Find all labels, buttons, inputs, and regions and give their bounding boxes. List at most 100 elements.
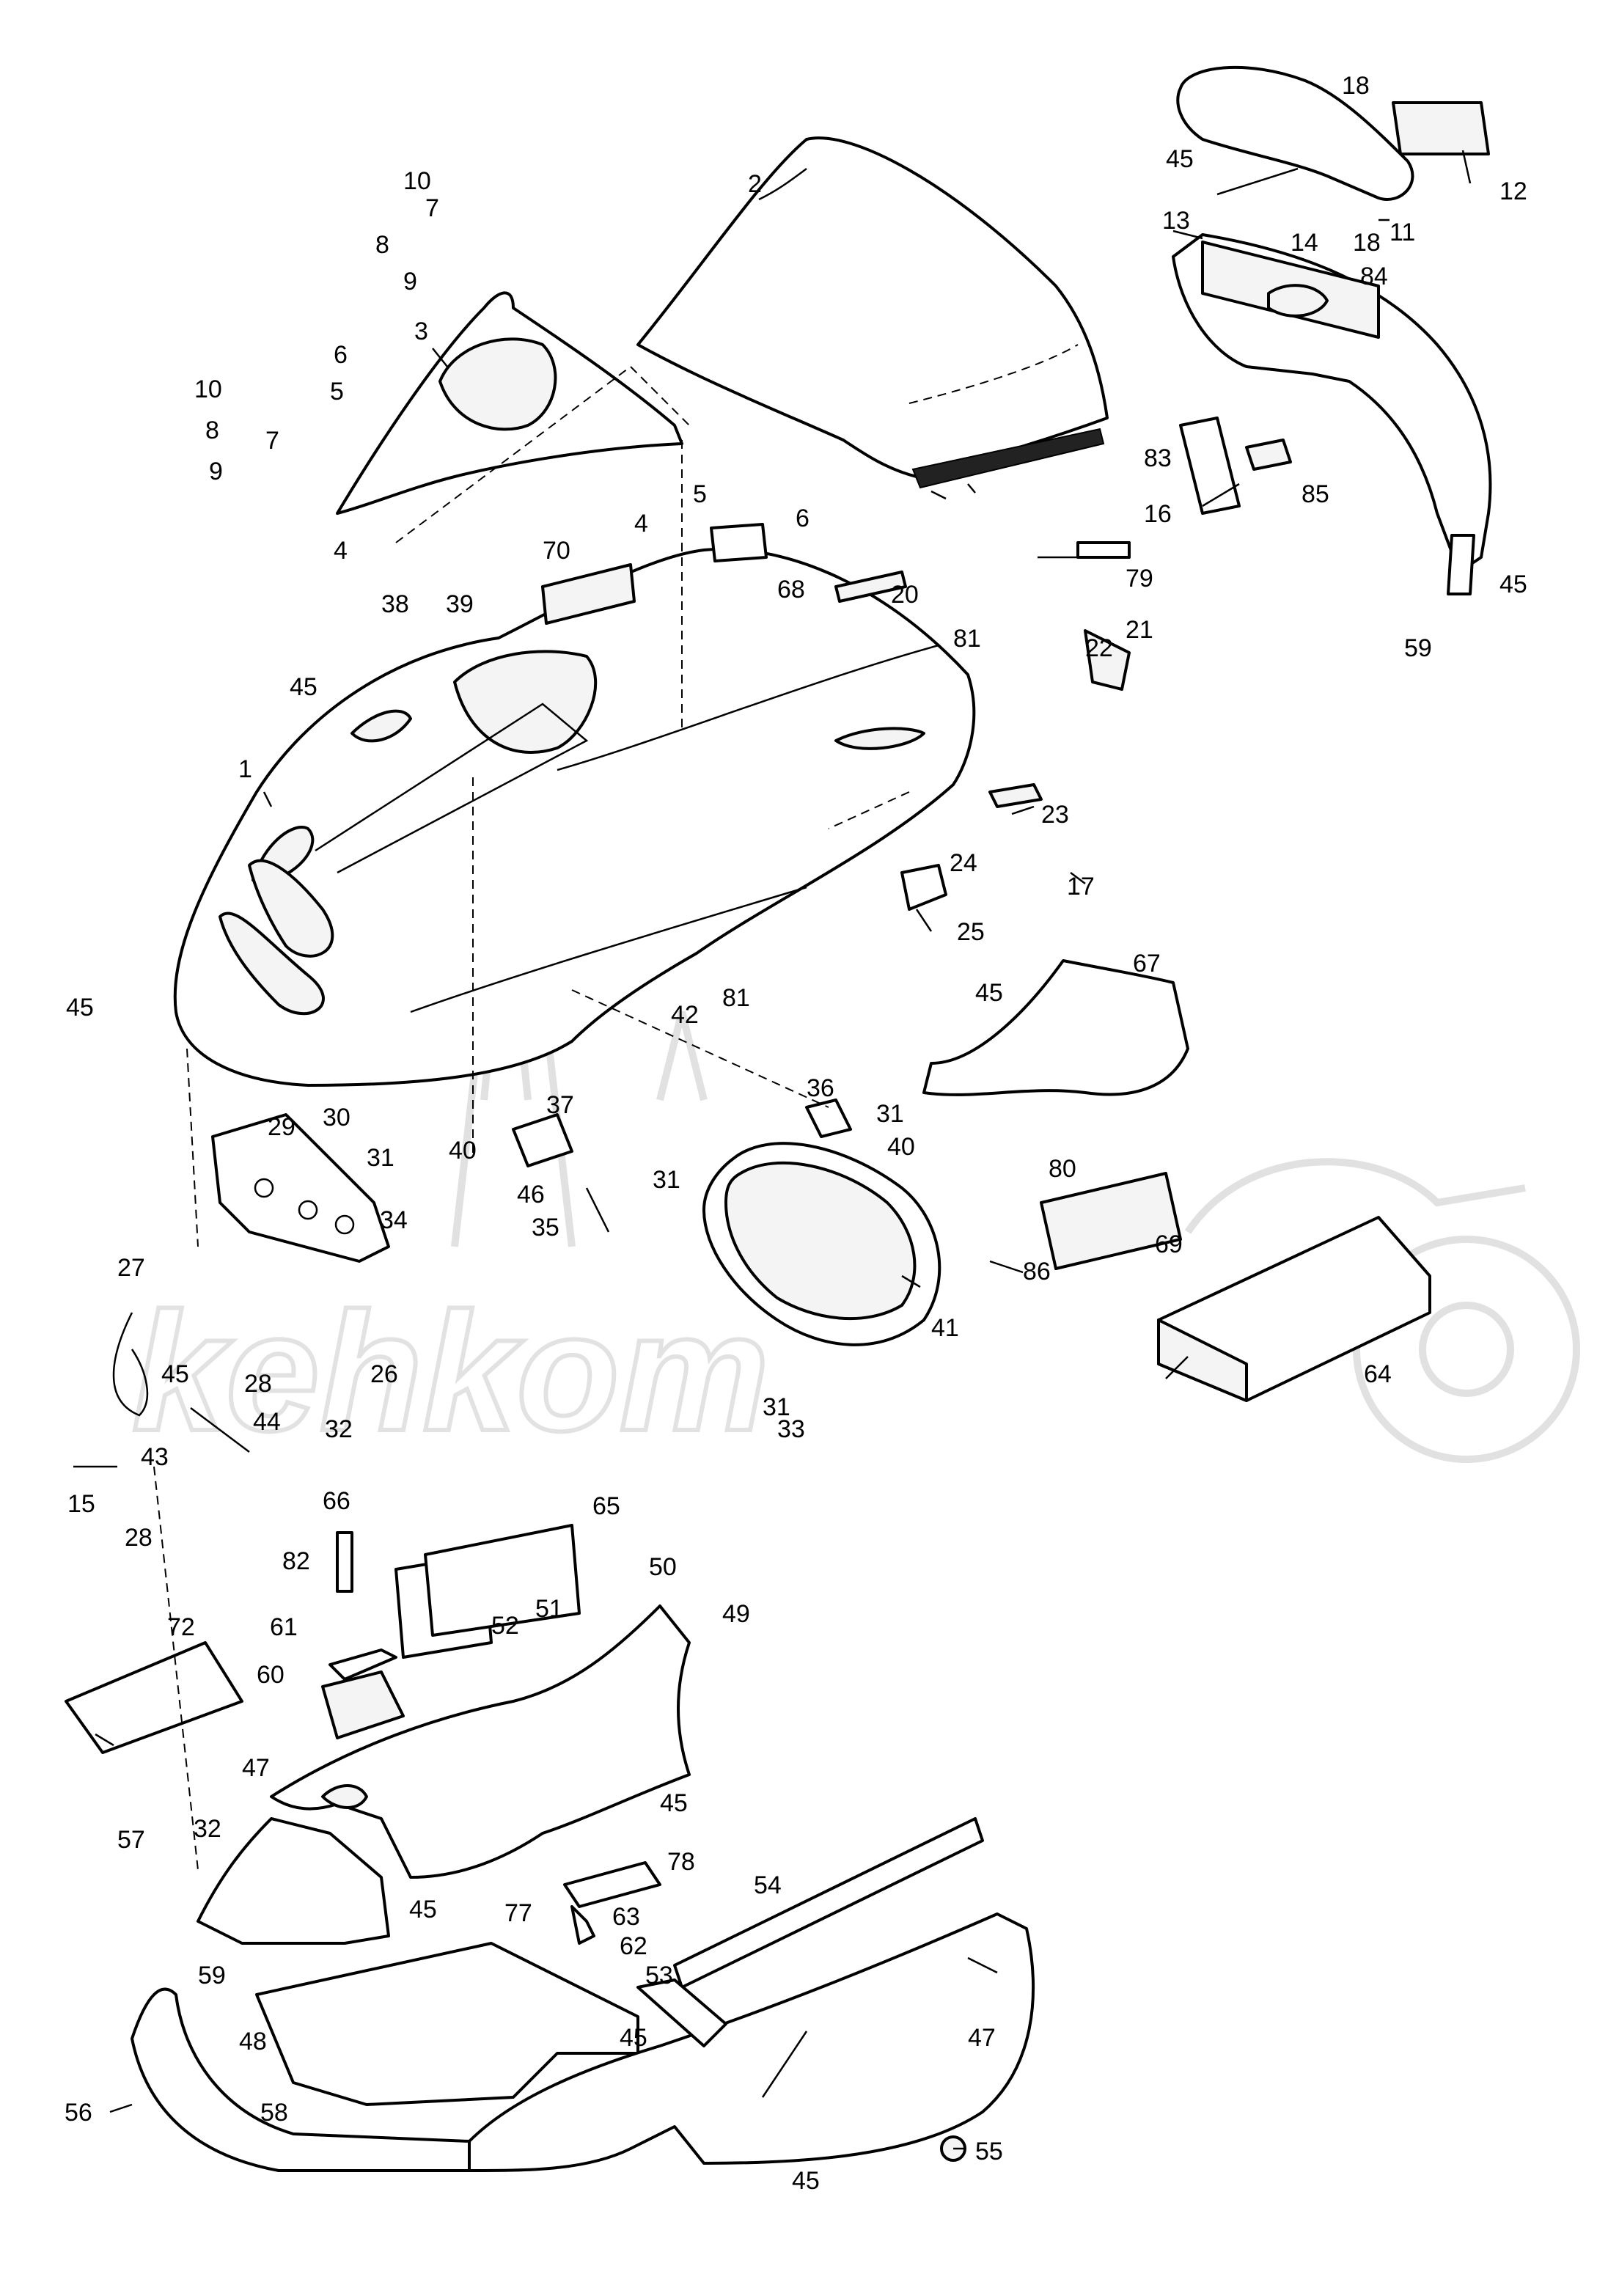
callout-5b: 5 — [693, 480, 707, 508]
callout-33: 33 — [777, 1415, 805, 1443]
callout-53: 53 — [645, 1962, 673, 1989]
callout-45a: 45 — [1166, 145, 1194, 173]
callout-25: 25 — [957, 918, 985, 946]
callout-55: 55 — [975, 2138, 1003, 2165]
assembly-lines — [153, 366, 910, 1871]
callout-15: 15 — [67, 1490, 95, 1518]
callout-16: 16 — [1144, 500, 1172, 528]
belly-pan — [197, 1604, 691, 1945]
callout-60: 60 — [257, 1661, 284, 1689]
callout-30: 30 — [323, 1104, 350, 1132]
callout-31b: 31 — [367, 1144, 394, 1172]
callout-24: 24 — [950, 849, 977, 877]
callout-8b: 8 — [205, 417, 219, 444]
callout-40a: 40 — [887, 1133, 915, 1161]
callout-31c: 31 — [653, 1166, 680, 1194]
callout-9b: 9 — [209, 458, 223, 485]
callout-64: 64 — [1364, 1360, 1392, 1388]
callout-59a: 59 — [1404, 634, 1432, 662]
callout-81a: 81 — [953, 625, 981, 653]
callout-45b: 45 — [1499, 571, 1527, 598]
misc-parts — [321, 1531, 661, 1945]
callout-54: 54 — [754, 1871, 782, 1899]
callout-1: 1 — [238, 755, 252, 783]
callout-5a: 5 — [330, 378, 344, 406]
callout-6a: 6 — [334, 341, 348, 369]
callout-69: 69 — [1155, 1230, 1183, 1258]
callout-36: 36 — [807, 1074, 834, 1102]
callout-79: 79 — [1126, 565, 1153, 593]
callout-72: 72 — [167, 1613, 195, 1641]
callout-8a: 8 — [375, 231, 389, 259]
pads — [65, 1524, 581, 1754]
glove-box — [922, 959, 1189, 1270]
callout-83: 83 — [1144, 444, 1172, 472]
callout-78: 78 — [667, 1848, 695, 1876]
decals-top — [541, 523, 907, 625]
callout-51: 51 — [535, 1595, 563, 1623]
callout-31d: 31 — [763, 1393, 790, 1421]
headlight — [702, 1099, 941, 1346]
callout-39: 39 — [446, 590, 474, 618]
callout-68: 68 — [777, 576, 805, 604]
callout-82: 82 — [282, 1547, 310, 1575]
callout-45d: 45 — [66, 994, 94, 1022]
callout-20: 20 — [891, 581, 919, 609]
callout-17: 17 — [1067, 873, 1095, 901]
callout-22: 22 — [1085, 634, 1113, 662]
callout-40b: 40 — [449, 1137, 477, 1164]
callout-50: 50 — [649, 1553, 677, 1581]
callout-18b: 18 — [1353, 229, 1381, 257]
callout-34: 34 — [380, 1206, 408, 1234]
callout-4b: 4 — [634, 510, 648, 538]
bracket — [211, 1113, 610, 1263]
callout-48: 48 — [239, 2028, 267, 2055]
callout-52: 52 — [491, 1612, 519, 1640]
callout-14: 14 — [1291, 229, 1318, 257]
callout-77: 77 — [504, 1899, 532, 1927]
callout-62: 62 — [620, 1932, 647, 1960]
callout-2: 2 — [748, 170, 762, 198]
callout-66: 66 — [323, 1487, 350, 1515]
callout-18a: 18 — [1342, 72, 1370, 100]
callout-41: 41 — [931, 1314, 959, 1342]
callout-84: 84 — [1360, 263, 1388, 290]
callout-42: 42 — [671, 1001, 699, 1029]
windshield — [636, 136, 1109, 500]
callout-45e: 45 — [975, 979, 1003, 1007]
callout-80: 80 — [1049, 1155, 1076, 1183]
callout-44: 44 — [253, 1408, 281, 1436]
console-hardware — [900, 417, 1292, 911]
callout-6b: 6 — [796, 505, 810, 532]
watermark-text: kehkom — [132, 1277, 769, 1466]
callout-10b: 10 — [194, 375, 222, 403]
callout-37: 37 — [546, 1091, 574, 1119]
callout-31a: 31 — [876, 1100, 904, 1128]
callout-27: 27 — [117, 1254, 145, 1282]
callout-28b: 28 — [125, 1524, 153, 1552]
callout-70: 70 — [543, 537, 570, 565]
leaders — [95, 150, 1472, 2150]
callout-45c: 45 — [290, 673, 317, 701]
callout-11: 11 — [1389, 219, 1415, 246]
callouts: 2 3 1 18 45 12 11 13 14 18 84 83 16 85 4… — [65, 72, 1527, 2195]
hood — [173, 547, 976, 1087]
callout-49: 49 — [722, 1600, 750, 1628]
callout-7a: 7 — [425, 194, 439, 222]
callout-23: 23 — [1041, 801, 1069, 829]
callout-47b: 47 — [968, 2024, 996, 2052]
callout-63: 63 — [612, 1903, 640, 1931]
callout-61: 61 — [270, 1613, 298, 1641]
side-panel — [468, 1817, 1035, 2172]
rear-console — [1172, 65, 1492, 595]
callout-21: 21 — [1126, 616, 1153, 644]
callout-46: 46 — [517, 1181, 545, 1208]
callout-85: 85 — [1302, 480, 1329, 508]
callout-12: 12 — [1499, 177, 1527, 205]
watermark: kehkom — [130, 733, 1580, 1468]
callout-4a: 4 — [334, 537, 348, 565]
callout-7b: 7 — [265, 427, 279, 455]
callout-45i: 45 — [620, 2024, 647, 2052]
